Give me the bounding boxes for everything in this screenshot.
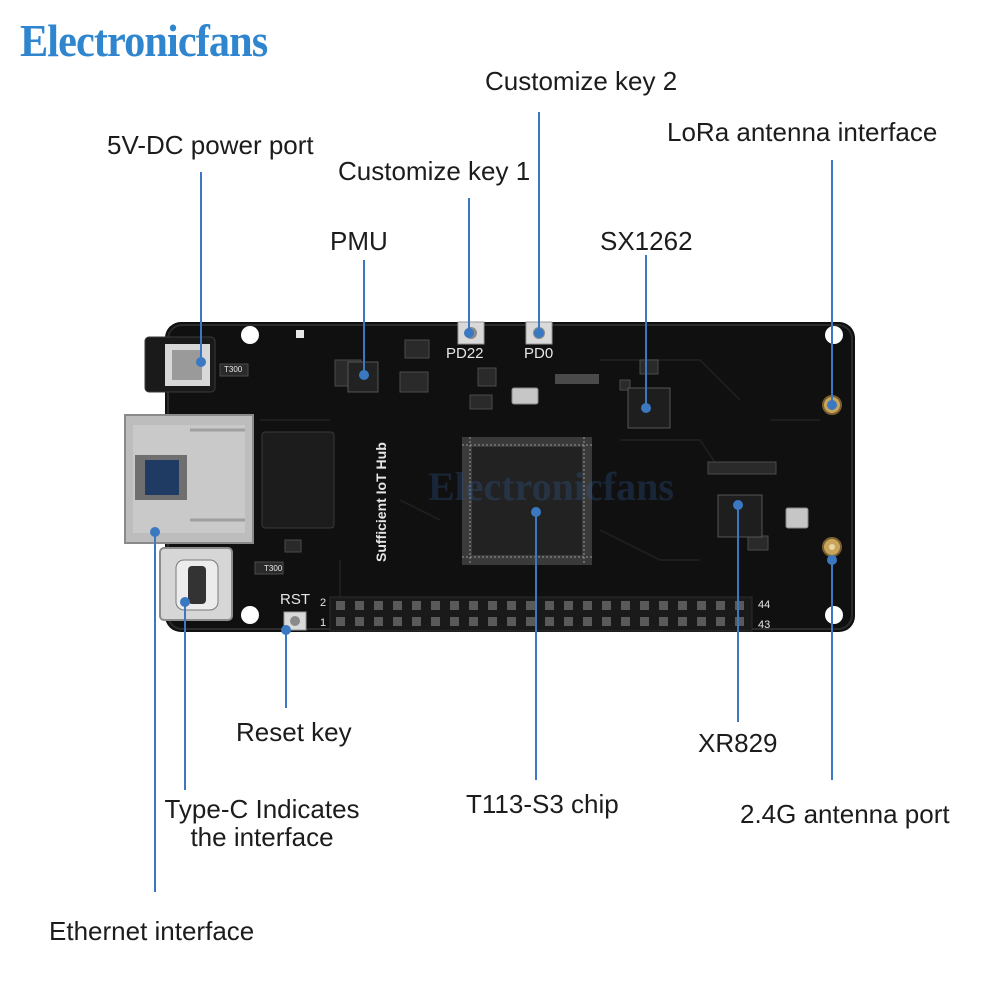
leader-dots bbox=[150, 328, 837, 635]
status-led bbox=[296, 330, 304, 338]
silk-pin1: 1 bbox=[320, 617, 326, 629]
silk-pd22: PD22 bbox=[446, 345, 484, 362]
silk-board-name: Sufficient IoT Hub bbox=[373, 442, 389, 562]
dc-jack bbox=[144, 336, 216, 393]
label-typec-line2: the interface bbox=[190, 822, 334, 852]
silk-pin43: 43 bbox=[758, 619, 770, 631]
watermark: Electronicfans bbox=[428, 464, 674, 509]
label-ethernet-interface: Ethernet interface bbox=[49, 916, 255, 946]
silk-rst: RST bbox=[280, 591, 310, 608]
mount-hole bbox=[241, 326, 259, 344]
label-lora-antenna: LoRa antenna interface bbox=[667, 117, 938, 147]
silk-t300b: T300 bbox=[264, 564, 283, 573]
leader-lines bbox=[154, 112, 833, 892]
mount-hole bbox=[825, 326, 843, 344]
label-t113-chip: T113-S3 chip bbox=[466, 789, 619, 819]
brand-logo: Electronicfans bbox=[20, 15, 268, 66]
ethernet-port bbox=[124, 414, 254, 544]
typec-port bbox=[159, 547, 233, 621]
label-customize-key-1: Customize key 1 bbox=[338, 156, 531, 186]
silk-pin2: 2 bbox=[320, 597, 326, 609]
crystal bbox=[511, 387, 539, 405]
label-typec-interface: Type-C Indicates the interface bbox=[162, 795, 362, 851]
label-sx1262: SX1262 bbox=[600, 226, 693, 256]
crystal bbox=[785, 507, 809, 529]
mount-hole bbox=[241, 606, 259, 624]
silk-pd0: PD0 bbox=[524, 345, 553, 362]
silk-t300a: T300 bbox=[224, 365, 243, 374]
mount-hole bbox=[825, 606, 843, 624]
label-xr829: XR829 bbox=[698, 728, 778, 758]
label-pmu: PMU bbox=[330, 226, 388, 256]
label-customize-key-2: Customize key 2 bbox=[485, 66, 678, 96]
label-power-port: 5V-DC power port bbox=[107, 130, 314, 160]
wifi-antenna-connector bbox=[822, 537, 842, 557]
reset-button bbox=[283, 611, 307, 631]
label-reset-key: Reset key bbox=[236, 717, 352, 747]
ethernet-transformer bbox=[261, 431, 335, 529]
pin-header bbox=[329, 596, 753, 632]
t113-chip bbox=[462, 437, 592, 565]
label-24g-antenna: 2.4G antenna port bbox=[740, 799, 950, 829]
silk-pin44: 44 bbox=[758, 599, 770, 611]
label-typec-line1: Type-C Indicates bbox=[164, 794, 360, 824]
